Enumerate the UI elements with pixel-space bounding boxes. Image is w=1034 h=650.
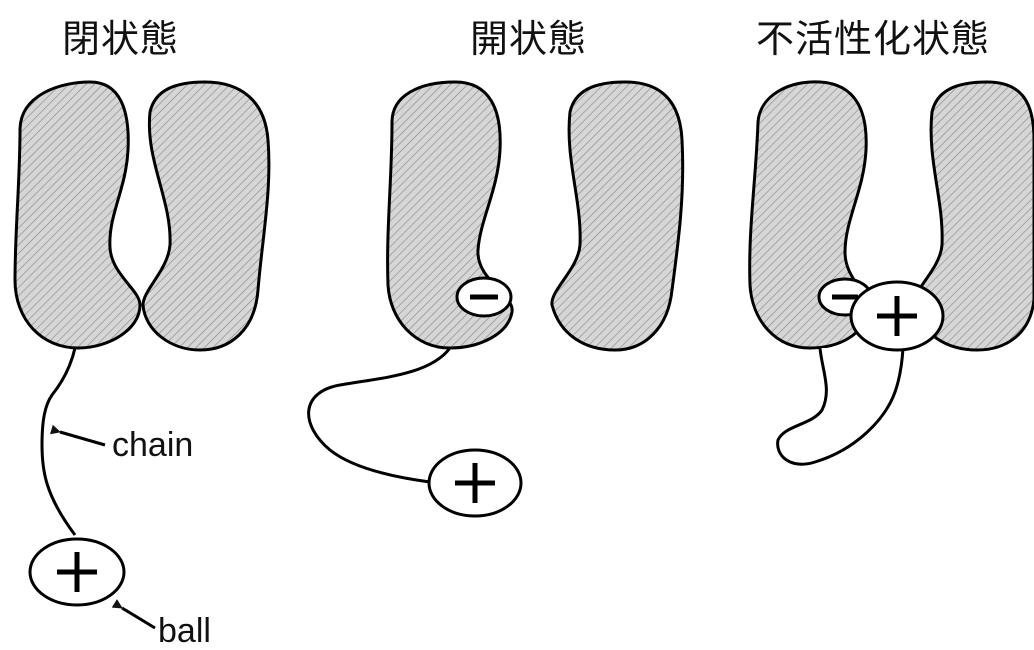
- closed-chain: [42, 348, 75, 535]
- open-ball: [429, 450, 521, 516]
- closed-state-panel: chain ball: [15, 82, 269, 650]
- open-negative-charge: [457, 278, 511, 316]
- open-chain: [309, 348, 450, 482]
- inactivated-chain: [778, 348, 903, 464]
- closed-ball: [30, 539, 124, 605]
- chain-pointer-arrow: [60, 432, 105, 445]
- closed-left-subunit: [15, 82, 140, 348]
- ball-label: ball: [158, 612, 211, 650]
- ball-pointer-arrow: [122, 608, 155, 628]
- chain-label: chain: [112, 426, 193, 464]
- open-state-panel: [309, 82, 683, 516]
- inactivated-state-panel: [750, 82, 1034, 464]
- inactivated-ball: [851, 282, 943, 350]
- open-right-subunit: [552, 82, 683, 350]
- closed-right-subunit: [143, 82, 269, 350]
